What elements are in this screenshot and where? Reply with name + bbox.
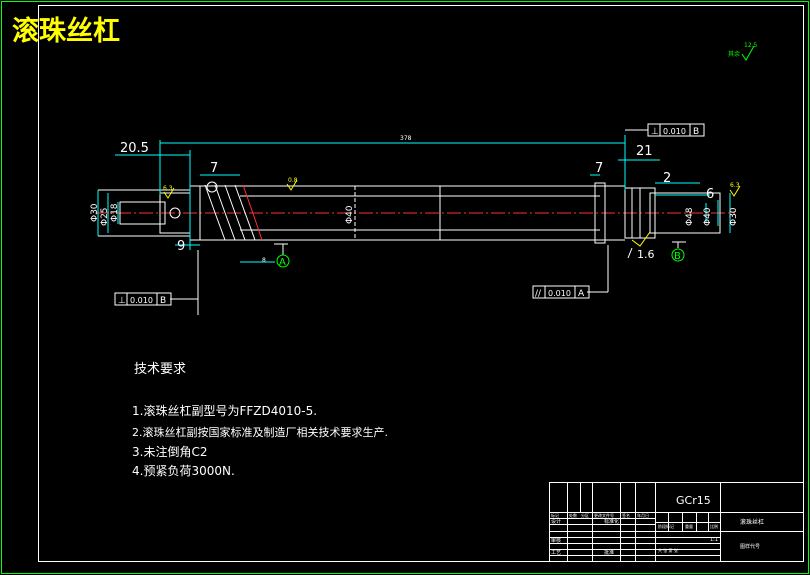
datum-a-label: A — [279, 257, 286, 268]
tol-top-value: 0.010 — [663, 127, 686, 136]
datum-b-label: B — [674, 251, 681, 262]
dim-9: 9 — [177, 239, 185, 254]
drawing-title: 滚珠丝杠 — [12, 15, 120, 47]
dim-shaft-dia: Φ40 — [345, 205, 355, 224]
tb-design: 设计 — [551, 518, 561, 525]
tol-runout-datum: A — [578, 289, 585, 299]
datum-b-marker: B — [671, 241, 686, 262]
technical-notes: 技术要求 1.滚珠丝杠副型号为FFZD4010-5. 2.滚珠丝杠副按国家标准及… — [132, 362, 388, 478]
tol-runout-symbol: // — [535, 289, 542, 299]
tolerance-left: ⊥ 0.010 B — [114, 250, 199, 315]
tb-label-zone: 分区 — [581, 512, 589, 518]
tol-left-datum: B — [160, 296, 166, 306]
dim-7-left: 7 — [210, 161, 218, 176]
roughness-16-value: 1.6 — [637, 248, 655, 261]
note-2: 2.滚珠丝杠副按国家标准及制造厂相关技术要求生产. — [132, 425, 388, 439]
right-journal — [594, 182, 721, 244]
tol-left-symbol: ⊥ — [118, 296, 126, 306]
tb-scale: 比例 — [710, 523, 718, 529]
dim-right-dia1: Φ48 — [685, 207, 695, 226]
left-journal — [98, 189, 191, 237]
tol-top-symbol: ⊥ — [651, 127, 659, 137]
inner-frame — [38, 5, 804, 562]
roughness-mid: 0.8 — [286, 177, 298, 191]
roughness-left: 6.3 — [163, 185, 175, 199]
tb-label-date: 年月日 — [637, 512, 649, 518]
tb-weight: 重量 — [685, 523, 693, 529]
corner-label: 其余 — [728, 50, 740, 58]
dim-left-dia3: Φ18 — [110, 203, 120, 222]
dim-left-offset: 20.5 — [120, 141, 149, 156]
tb-process: 工艺 — [551, 550, 561, 556]
tb-standard: 标准化 — [604, 518, 619, 525]
tb-label-sign: 签名 — [622, 512, 630, 518]
dim-small-8: 8 — [262, 257, 266, 264]
tb-drawing-no: 图样代号 — [740, 543, 760, 550]
note-4: 4.预紧负荷3000N. — [132, 464, 235, 478]
dim-right-dia3: Φ30 — [729, 207, 739, 226]
dim-6: 6 — [706, 187, 714, 202]
tb-scale-value: 1:1 — [710, 537, 718, 543]
dim-2: 2 — [663, 171, 671, 186]
screw-shaft — [190, 181, 625, 241]
ra-right-value: 6.3 — [730, 182, 740, 189]
tol-top-datum: B — [693, 127, 699, 137]
roughness-16: 1.6 — [627, 231, 655, 261]
note-1: 1.滚珠丝杠副型号为FFZD4010-5. — [132, 403, 317, 418]
tb-approve: 批准 — [604, 549, 614, 556]
dimension-lines — [97, 135, 731, 263]
tb-part-name: 滚珠丝杠 — [740, 518, 764, 526]
tb-label-mark: 标记 — [551, 512, 559, 518]
dim-7-right: 7 — [595, 161, 603, 176]
ra-mid-value: 0.8 — [288, 177, 298, 184]
tolerance-runout: // 0.010 A — [532, 245, 609, 299]
tb-stage: 阶段标记 — [658, 523, 674, 529]
dim-right-dia2: Φ40 — [703, 207, 713, 226]
dim-21: 21 — [636, 144, 653, 159]
ra-left-value: 6.3 — [163, 185, 173, 192]
roughness-right: 6.3 — [729, 182, 741, 197]
tb-label-count: 处数 — [569, 512, 577, 518]
datum-a-marker: A — [274, 243, 290, 268]
dim-left-dia1: Φ30 — [90, 203, 100, 222]
tol-runout-value: 0.010 — [548, 289, 571, 298]
tb-part-code: GCr15 — [676, 494, 711, 507]
tb-label-change: 更改文件号 — [594, 512, 614, 518]
note-3: 3.未注倒角C2 — [132, 444, 207, 459]
corner-roughness-note: 其余 12.5 — [728, 42, 758, 61]
tol-left-value: 0.010 — [130, 296, 153, 305]
dim-overall: 378 — [400, 135, 412, 142]
tolerance-top-right: ⊥ 0.010 B — [625, 123, 705, 137]
notes-heading: 技术要求 — [134, 362, 186, 377]
title-block: GCr15 滚珠丝杠 标记 处数 分区 更改文件号 签名 年月日 设计 标准化 … — [549, 482, 804, 562]
corner-ra-value: 12.5 — [744, 42, 758, 49]
dim-left-dia2: Φ25 — [100, 207, 110, 226]
tb-sheets: 共 张 第 张 — [658, 547, 678, 553]
tb-review: 审核 — [551, 537, 561, 544]
